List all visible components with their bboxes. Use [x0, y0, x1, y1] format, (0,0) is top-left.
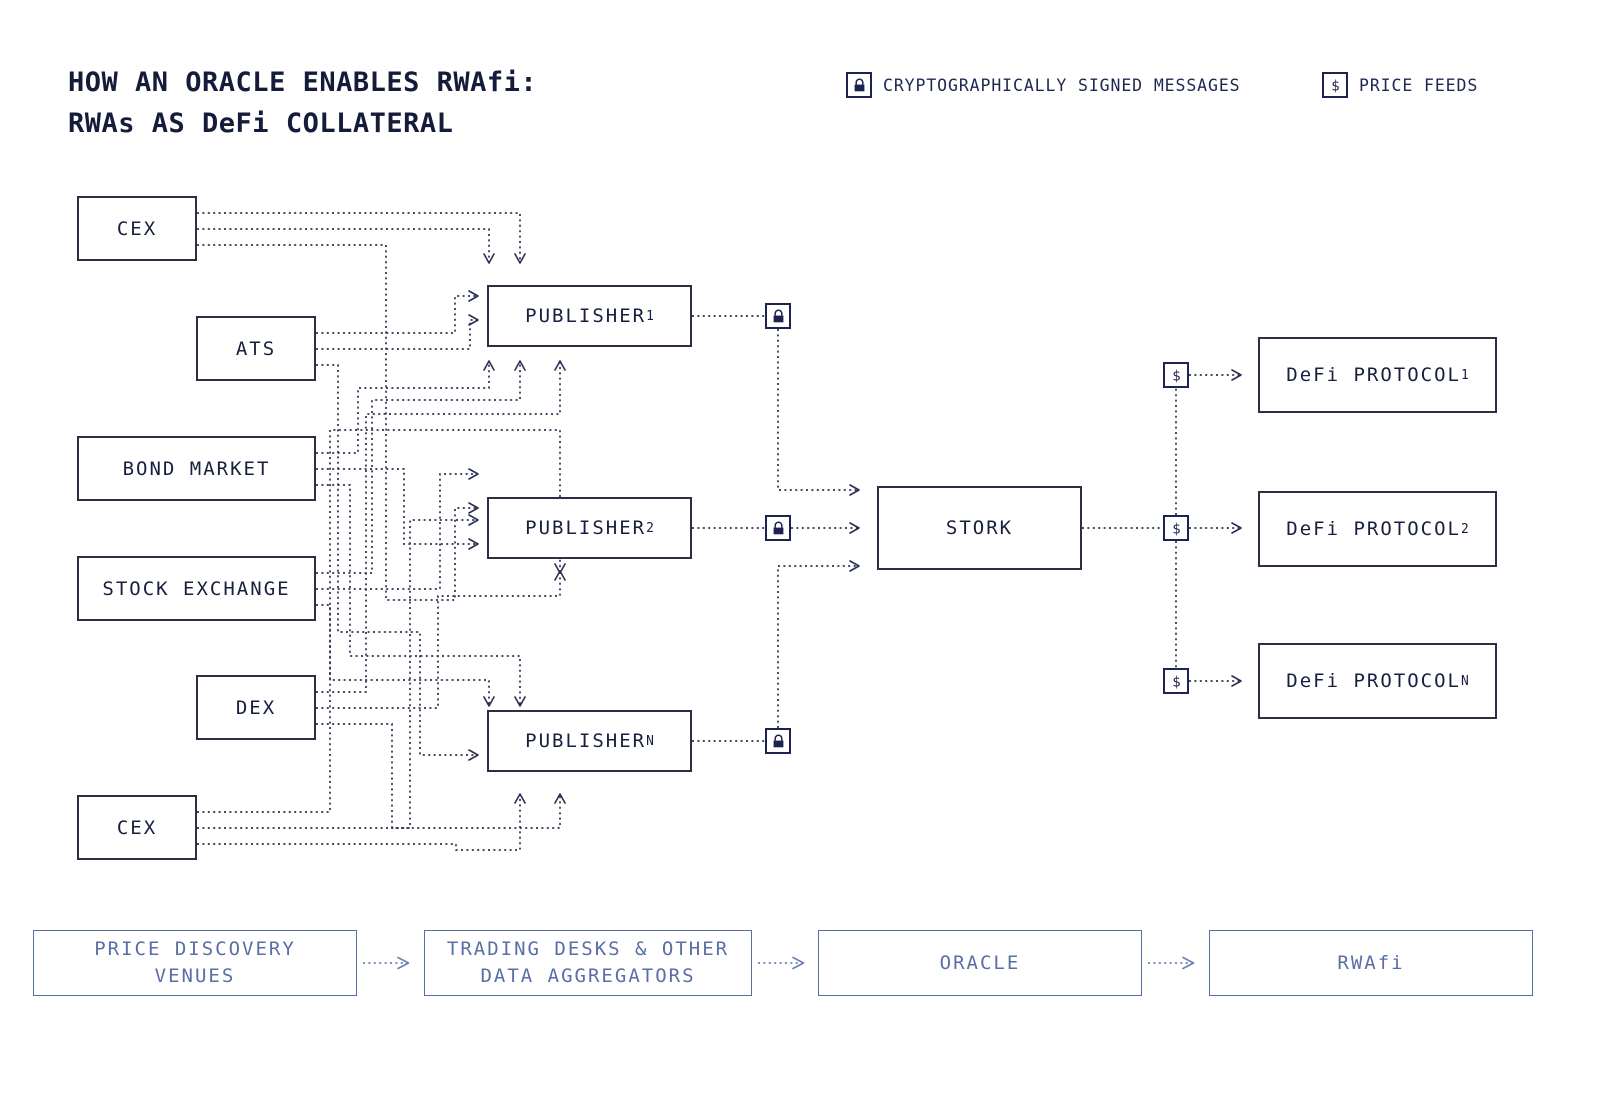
publisher-superscript: 2 [646, 520, 654, 536]
publisher-label: PUBLISHER [525, 517, 647, 539]
lane-trading-desks: TRADING DESKS & OTHER DATA AGGREGATORS [424, 930, 752, 996]
lock-icon-publisher-2 [765, 515, 791, 541]
defi-protocol-label: DeFi PROTOCOL [1286, 364, 1461, 386]
dollar-icon-protocol-2: $ [1163, 515, 1189, 541]
source-node-ats[interactable]: ATS [196, 316, 316, 381]
legend-signed-messages: CRYPTOGRAPHICALLY SIGNED MESSAGES [846, 72, 1241, 98]
defi-protocol-label: DeFi PROTOCOL [1286, 518, 1461, 540]
publisher-superscript: 1 [646, 308, 654, 324]
source-node-cex-top[interactable]: CEX [77, 196, 197, 261]
svg-text:$: $ [1172, 368, 1180, 384]
defi-protocol-label: DeFi PROTOCOL [1286, 670, 1461, 692]
defi-protocol-superscript: N [1460, 673, 1469, 689]
svg-text:$: $ [1172, 674, 1180, 690]
oracle-node-stork[interactable]: STORK [877, 486, 1082, 570]
source-node-dex[interactable]: DEX [196, 675, 316, 740]
dollar-icon: $ [1322, 72, 1348, 98]
source-node-bond-market[interactable]: BOND MARKET [77, 436, 316, 501]
dollar-icon-protocol-1: $ [1163, 362, 1189, 388]
defi-protocol-superscript: 2 [1460, 521, 1469, 537]
lane-oracle: ORACLE [818, 930, 1142, 996]
publisher-label: PUBLISHER [525, 305, 647, 327]
page-title: HOW AN ORACLE ENABLES RWAfi: RWAs AS DeF… [68, 67, 538, 140]
source-node-stock-exchange[interactable]: STOCK EXCHANGE [77, 556, 316, 621]
svg-text:$: $ [1331, 78, 1339, 94]
lock-icon-publisher-n [765, 728, 791, 754]
dollar-icon-protocol-n: $ [1163, 668, 1189, 694]
defi-protocol-superscript: 1 [1460, 367, 1469, 383]
source-node-cex-bottom[interactable]: CEX [77, 795, 197, 860]
publisher-label: PUBLISHER [525, 730, 647, 752]
publisher-superscript: N [646, 733, 654, 749]
legend-price-feeds: $ PRICE FEEDS [1322, 72, 1478, 98]
lane-price-discovery-venues: PRICE DISCOVERY VENUES [33, 930, 357, 996]
svg-text:$: $ [1172, 521, 1180, 537]
legend-signed-messages-label: CRYPTOGRAPHICALLY SIGNED MESSAGES [883, 75, 1241, 95]
legend-price-feeds-label: PRICE FEEDS [1359, 75, 1479, 95]
lane-rwafi: RWAfi [1209, 930, 1533, 996]
lock-icon [846, 72, 872, 98]
lock-icon-publisher-1 [765, 303, 791, 329]
